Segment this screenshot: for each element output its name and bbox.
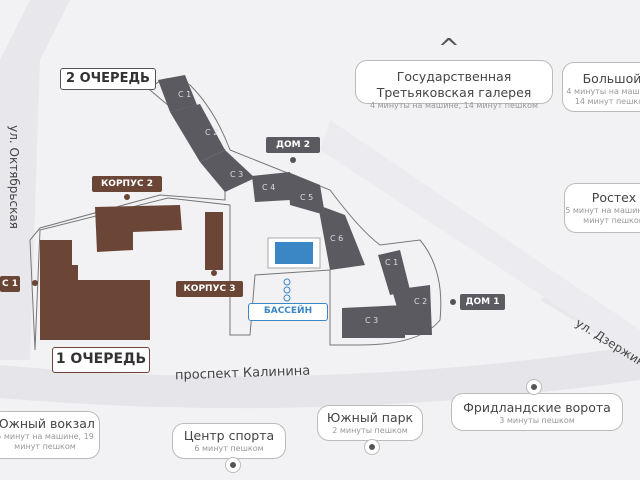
road-diagonal [320, 120, 640, 360]
phase-2-buildings [158, 75, 432, 338]
poi-fridlandskie-vorota[interactable]: Фридландские ворота 3 минуты пешком [451, 393, 623, 431]
korpus-3-label: КОРПУС 3 [176, 281, 243, 297]
poi-subtitle: 3 минуты пешком [499, 416, 575, 425]
poi-marker [527, 380, 541, 394]
poi-marker [226, 458, 240, 472]
second-queue-label: 2 ОЧЕРЕДЬ [60, 68, 156, 90]
building-label: С 1 [385, 258, 399, 267]
poi-marker [365, 440, 379, 454]
pool-label: БАССЕЙН [248, 303, 328, 321]
korpus-2-building [95, 205, 182, 252]
building-label: С 1 [178, 90, 192, 99]
poi-subtitle: 2 минуты пешком [332, 426, 408, 435]
dom-1-label: ДОМ 1 [460, 294, 505, 310]
poi-subtitle: 6 минут пешком [194, 444, 264, 453]
poi-centr-sporta[interactable]: Центр спорта 6 минут пешком [172, 423, 286, 459]
building-label: С 6 [330, 234, 344, 243]
poi-bolshoi[interactable]: Большой 4 минуты на машине, 14 минут пеш… [562, 62, 640, 112]
poi-title: Фридландские ворота [463, 400, 611, 415]
first-queue-label: 1 ОЧЕРЕДЬ [52, 347, 150, 373]
road-kalinina [0, 345, 640, 409]
poi-title: Центр спорта [183, 428, 275, 443]
building-label: С 3 [365, 316, 379, 325]
poi-subtitle: 5 минут на машине, 19 минут пешком [0, 432, 94, 451]
street-oktyabrskaya: ул. Октябрьская [6, 125, 21, 229]
pool-water [275, 242, 313, 264]
dom-2-label: ДОМ 2 [266, 137, 320, 153]
building-label: С 2 [205, 128, 219, 137]
poi-yuzhny-vokzal[interactable]: Южный вокзал 5 минут на машине, 19 минут… [0, 411, 100, 459]
poi-yuzhny-park[interactable]: Южный парк 2 минуты пешком [317, 405, 423, 441]
poi-rostec[interactable]: Ростех 5 минут на машине, 20 минут пешко… [564, 183, 640, 233]
poi-subtitle: 5 минут на машине, 20 минут пешком [565, 206, 640, 225]
building-label: С 3 [230, 170, 244, 179]
complex-outline [29, 78, 442, 351]
poi-title: Южный вокзал [0, 416, 95, 431]
poi-title: Ростех [591, 190, 637, 205]
korpus-2-label: КОРПУС 2 [92, 176, 162, 192]
poi-title: Южный парк [326, 410, 414, 425]
poi-subtitle: 4 минуты на машине, 14 минут пешком [369, 101, 539, 110]
building-label: С 2 [414, 297, 428, 306]
korpus-3-building [205, 212, 223, 270]
road-oktyabrskaya [0, 0, 70, 360]
poi-subtitle: 4 минуты на машине, 14 минут пешком [566, 87, 640, 106]
c1-left-label: С 1 [0, 276, 20, 292]
poi-title: Государственная Третьяковская галерея [376, 69, 532, 100]
building-label: С 4 [262, 183, 276, 192]
poi-tretyakov[interactable]: Государственная Третьяковская галерея 4 … [355, 60, 553, 110]
arrow-icon: ^ [438, 34, 460, 64]
korpus-1-building [40, 240, 150, 340]
building-label: С 5 [300, 193, 314, 202]
poi-title: Большой [582, 71, 640, 86]
